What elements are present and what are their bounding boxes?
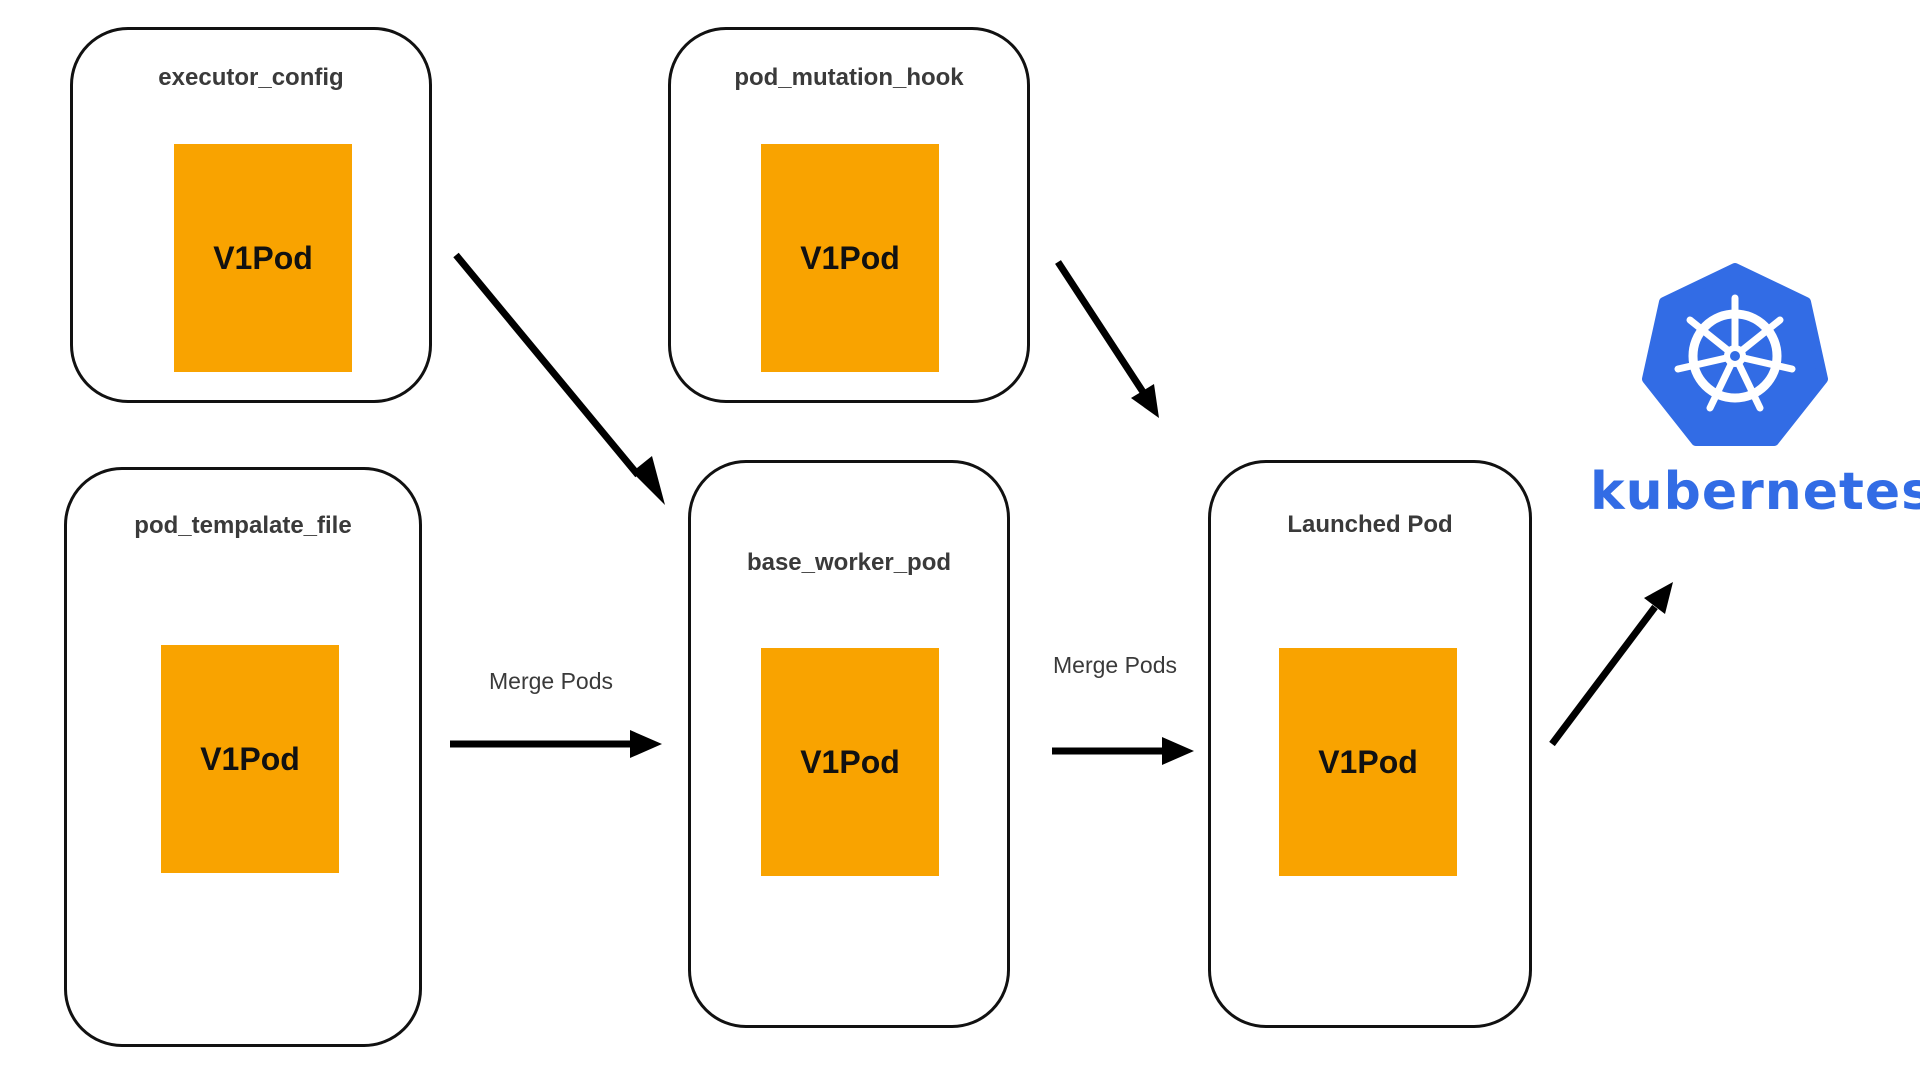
arrow-launched-pod-to-kubernetes [1549,582,1673,747]
launched-pod-title: Launched Pod [1287,511,1453,538]
pod-template-file-title: pod_tempalate_file [134,512,352,539]
pod-mutation-hook-v1pod: V1Pod [761,144,939,372]
base-worker-pod-v1pod: V1Pod [761,648,939,876]
kubernetes-helm-wheel-icon [1642,263,1828,446]
merge-pods-label-2: Merge Pods [1053,652,1178,678]
base-worker-pod-box: base_worker_pod V1Pod [688,460,1010,1028]
kubernetes-wordmark: kubernetes [1590,462,1920,522]
executor-config-box: executor_config V1Pod [70,27,432,403]
launched-pod-v1pod: V1Pod [1279,648,1457,876]
pod-mutation-hook-title: pod_mutation_hook [734,64,964,91]
launched-pod-box: Launched Pod V1Pod [1208,460,1532,1028]
pod-mutation-hook-box: pod_mutation_hook V1Pod [668,27,1030,403]
executor-config-title: executor_config [158,64,344,91]
base-worker-pod-title: base_worker_pod [746,549,952,576]
executor-config-v1pod: V1Pod [174,144,352,372]
arrow-pod-template-file-to-base-worker-pod [450,730,662,758]
arrow-executor-config-to-base-worker-pod [453,252,665,505]
arrow-base-worker-pod-to-launched-pod [1052,737,1194,765]
pod-template-file-box: pod_tempalate_file V1Pod [64,467,422,1047]
arrow-pod-mutation-hook-to-launched-pod [1055,260,1159,418]
merge-pods-label-1: Merge Pods [489,668,614,694]
pod-template-file-v1pod: V1Pod [161,645,339,873]
